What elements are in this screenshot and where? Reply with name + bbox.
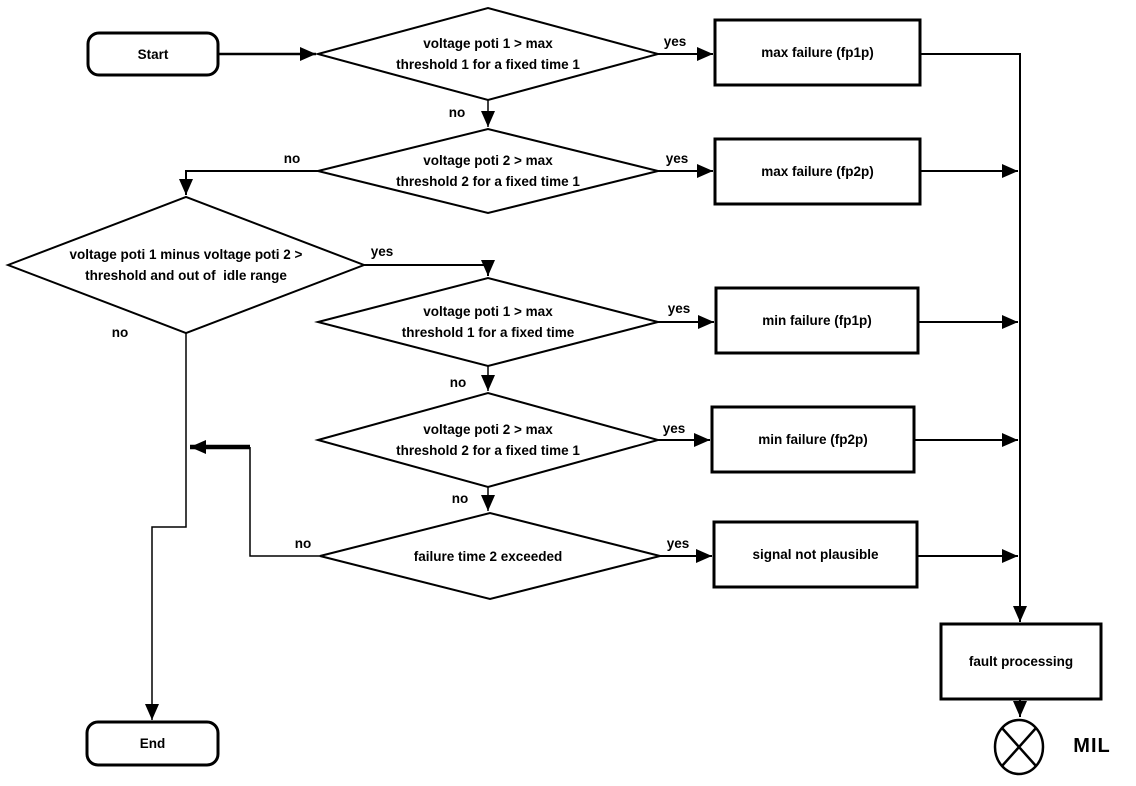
process-min-fp1p-box (714, 286, 920, 355)
edge-decision6-no-riser (249, 447, 320, 557)
decision2-diamond (317, 127, 659, 215)
decision6-diamond (319, 511, 661, 601)
end-terminator-shape (85, 720, 220, 767)
edge-decision2-no-to-decision3 (179, 170, 318, 195)
edge-decision3-no-to-end (145, 333, 187, 720)
decision3-diamond (5, 195, 367, 335)
process-max-fp1p-box (713, 18, 922, 87)
edge-decision3-yes-to-decision4 (364, 260, 495, 276)
process-max-fp2p-box (713, 137, 922, 206)
process-min-fp2p-box (710, 405, 916, 474)
decision1-diamond (314, 6, 662, 102)
edge-max-fp1p-to-fault-processing-spine (920, 53, 1027, 622)
start-terminator-shape (86, 31, 220, 77)
process-signal-box (712, 520, 919, 589)
process-fault-box (939, 622, 1103, 701)
decision4-diamond (314, 276, 662, 368)
mil-lamp-icon (993, 718, 1045, 776)
decision5-diamond (314, 391, 662, 489)
